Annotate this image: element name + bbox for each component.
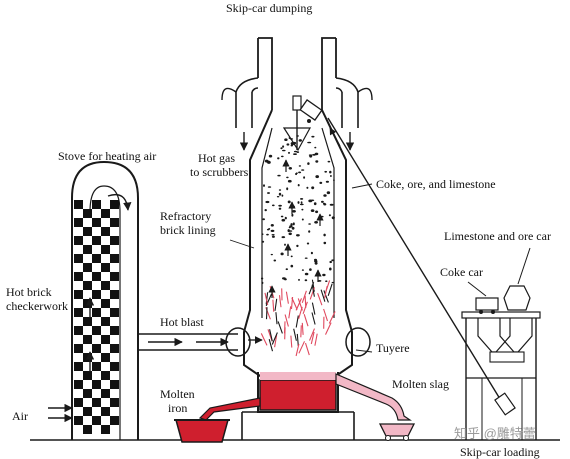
hot-blast-duct xyxy=(138,333,238,351)
slag-runner xyxy=(335,373,416,441)
combustion-flames xyxy=(260,279,336,357)
label-refractory-1: Refractory xyxy=(160,209,211,223)
label-tuyere: Tuyere xyxy=(376,341,410,355)
furnace xyxy=(221,37,373,440)
charge-material xyxy=(260,135,335,285)
label-molten-iron-2: iron xyxy=(168,401,187,415)
label-molten-iron-1: Molten xyxy=(160,387,195,401)
label-limestone-ore-car: Limestone and ore car xyxy=(444,229,551,243)
skip-incline xyxy=(327,117,509,413)
iron-runner xyxy=(174,397,261,443)
label-air: Air xyxy=(12,409,28,423)
label-hot-blast: Hot blast xyxy=(160,315,204,329)
label-stove: Stove for heating air xyxy=(58,149,156,163)
watermark: 知乎 @雕特蕾 xyxy=(454,426,536,441)
label-skip-car-dumping: Skip-car dumping xyxy=(226,1,312,15)
checkerwork xyxy=(74,200,119,434)
stove xyxy=(48,160,139,440)
label-skip-car-loading: Skip-car loading xyxy=(460,445,540,459)
label-hot-gas-2: to scrubbers xyxy=(190,165,249,179)
label-molten-slag: Molten slag xyxy=(392,377,449,391)
label-coke-car: Coke car xyxy=(440,265,483,279)
label-hot-brick-1: Hot brick xyxy=(6,285,52,299)
loading-station xyxy=(461,247,541,441)
label-coke-ore-limestone: Coke, ore, and limestone xyxy=(376,177,496,191)
label-refractory-2: brick lining xyxy=(160,223,216,237)
label-hot-gas-1: Hot gas xyxy=(198,151,235,165)
label-hot-brick-2: checkerwork xyxy=(6,299,68,313)
hearth-molten-iron xyxy=(259,379,337,411)
